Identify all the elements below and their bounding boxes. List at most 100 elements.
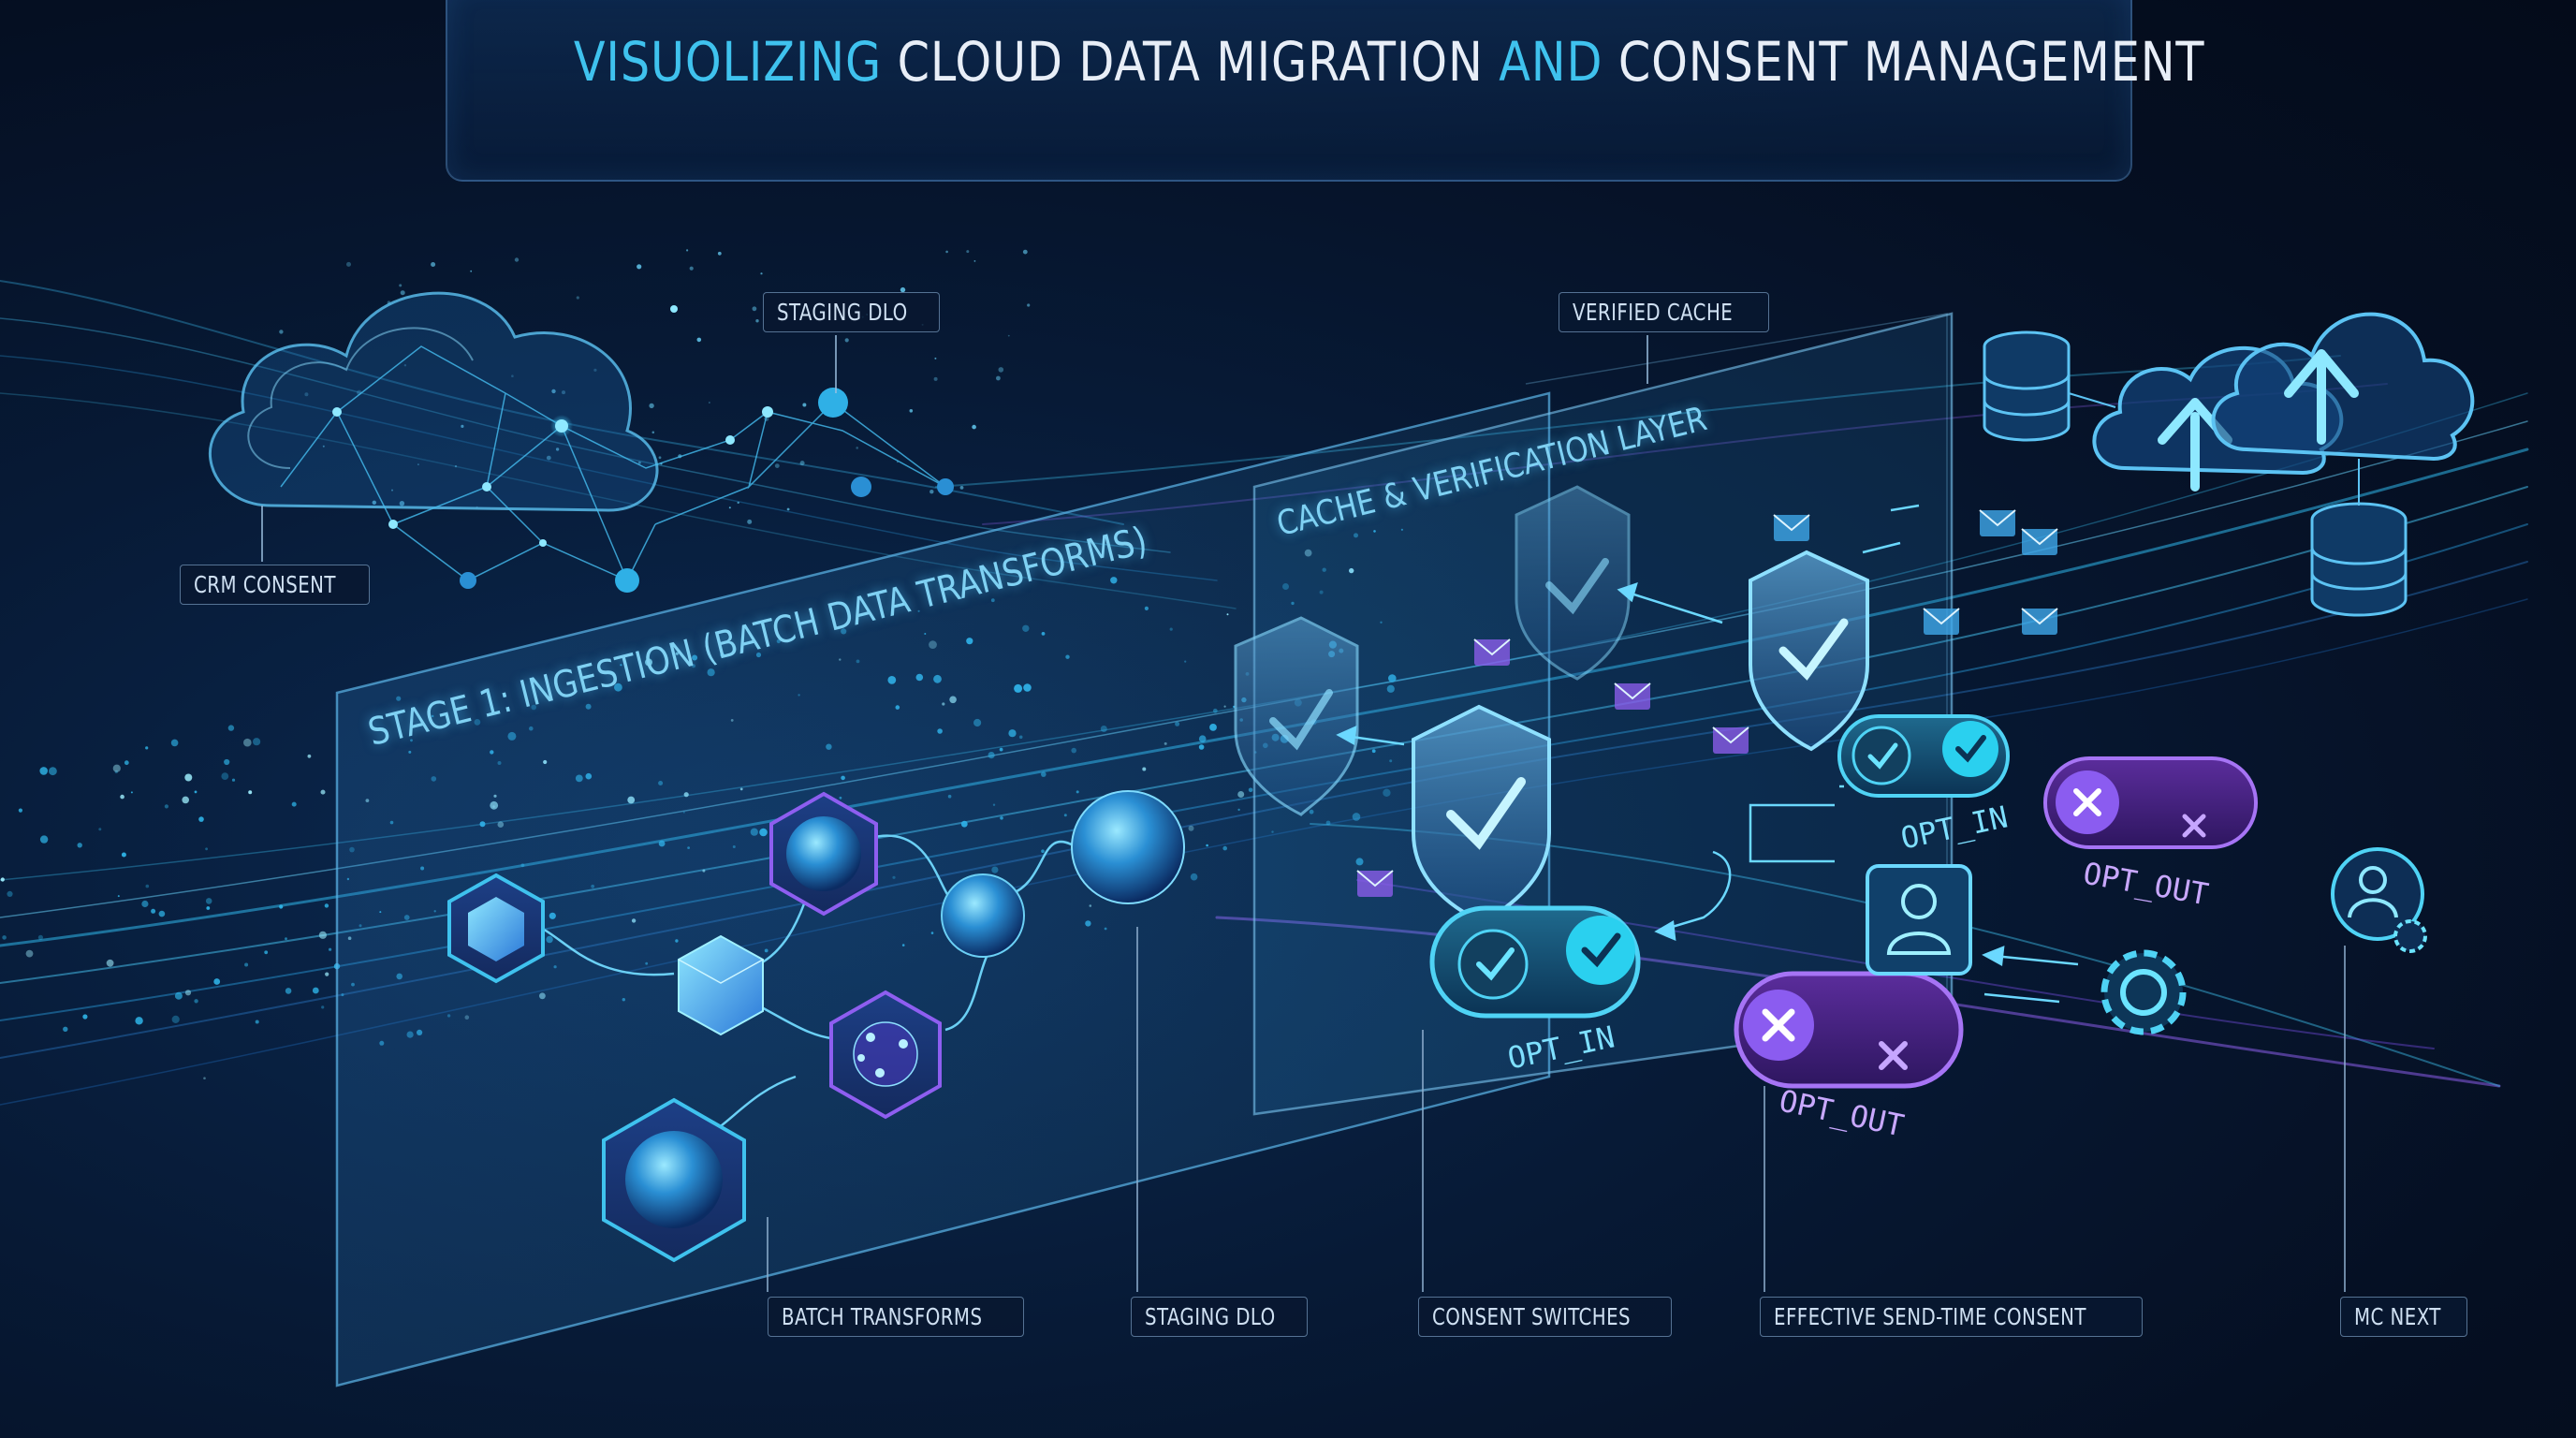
particle-dot xyxy=(255,1020,259,1024)
particle-dot xyxy=(470,270,473,272)
particle-dot xyxy=(285,937,287,941)
particle-dot xyxy=(39,835,49,844)
database-icon-2 xyxy=(2310,502,2408,617)
particle-dot xyxy=(318,931,327,939)
user-profile-icon xyxy=(1866,864,1972,976)
particle-dot xyxy=(696,337,702,343)
opt-out-switch-1[interactable] xyxy=(2043,756,2258,849)
particle-dot xyxy=(120,794,124,800)
cube-node xyxy=(678,934,764,1036)
envelope-icon xyxy=(1712,726,1749,754)
upload-cloud-icon-2 xyxy=(2211,312,2475,462)
bottom-leader-lines xyxy=(767,927,2346,1292)
particle-dot xyxy=(121,852,126,858)
title-part-3: AND xyxy=(1499,30,1603,94)
particle-dot xyxy=(747,519,753,524)
particle-dot xyxy=(799,461,805,466)
particle-dot xyxy=(2,935,7,940)
particle-dot xyxy=(934,357,937,360)
particle-dot xyxy=(1007,334,1010,337)
tag-staging-dlo-bottom: STAGING DLO xyxy=(1131,1297,1308,1337)
particle-dot xyxy=(856,447,858,449)
particle-dot xyxy=(755,319,759,323)
mc-next-user-icon xyxy=(2331,847,2427,953)
particle-dot xyxy=(909,409,914,413)
tag-staging-dlo-top: STAGING DLO xyxy=(763,292,940,332)
particle-dot xyxy=(576,296,579,300)
particle-dot xyxy=(145,746,149,750)
particle-dot xyxy=(945,250,948,254)
envelope-icon xyxy=(1614,682,1651,710)
database-icon-1 xyxy=(1983,330,2071,442)
particle-dot xyxy=(399,501,405,506)
particle-dot xyxy=(279,330,284,334)
particle-dot xyxy=(998,367,1004,373)
particle-dot xyxy=(774,463,780,468)
opt-in-switch-1[interactable] xyxy=(1837,714,2010,798)
envelope-icon xyxy=(1356,870,1394,897)
particle-dot xyxy=(324,903,329,908)
particle-dot xyxy=(171,1015,180,1023)
particle-dot xyxy=(279,904,284,909)
particle-dot xyxy=(141,900,149,908)
particle-dot xyxy=(25,949,34,958)
particle-dot xyxy=(709,402,710,404)
sphere-node-2 xyxy=(1071,790,1185,904)
particle-dot xyxy=(198,816,204,822)
particle-dot xyxy=(174,991,183,1000)
tag-mc-next: MC NEXT xyxy=(2340,1297,2467,1337)
tag-effective-consent: EFFECTIVE SEND-TIME CONSENT xyxy=(1760,1297,2144,1337)
particle-dot xyxy=(307,754,312,758)
particle-dot xyxy=(231,778,236,782)
particle-dot xyxy=(63,1026,68,1033)
particle-dot xyxy=(417,463,419,465)
particle-dot xyxy=(562,390,565,395)
envelope-icon xyxy=(1979,509,2016,536)
particle-dot xyxy=(7,890,13,898)
title-panel: VISUOLIZING CLOUD DATA MIGRATION AND CON… xyxy=(446,0,2204,182)
particle-dot xyxy=(322,445,325,448)
particle-dot xyxy=(454,465,458,468)
particle-dot xyxy=(658,456,662,460)
particle-dot xyxy=(959,486,964,490)
shield-icon-2 xyxy=(1515,485,1631,681)
envelope-icon xyxy=(1773,514,1810,541)
particle-dot xyxy=(752,306,757,312)
particle-dot xyxy=(114,770,119,774)
particle-dot xyxy=(651,431,655,434)
envelope-icon xyxy=(2021,608,2058,635)
particle-dot xyxy=(304,392,309,397)
tag-crm-consent: CRM CONSENT xyxy=(180,565,370,605)
opt-out-switch-2[interactable] xyxy=(1734,971,1964,1089)
particle-dot xyxy=(39,767,48,775)
tag-verified-cache: VERIFIED CACHE xyxy=(1559,292,1769,332)
particle-dot xyxy=(224,758,230,766)
particle-dot xyxy=(0,877,5,882)
opt-in-switch-2[interactable] xyxy=(1429,905,1641,1019)
particle-dot xyxy=(929,490,934,494)
particle-dot xyxy=(98,828,102,831)
envelope-icon xyxy=(1473,638,1511,666)
particle-dot xyxy=(248,790,253,795)
particle-dot xyxy=(760,272,763,275)
title-part-4: CONSENT MANAGEMENT xyxy=(1603,30,2205,94)
particle-dot xyxy=(194,999,198,1004)
hex-sphere-node-1 xyxy=(769,791,878,917)
tag-consent-switches: CONSENT SWITCHES xyxy=(1418,1297,1672,1337)
particle-dot xyxy=(325,972,329,976)
particle-dot xyxy=(37,934,44,940)
particle-dot xyxy=(253,738,261,746)
particle-dot xyxy=(511,374,514,378)
particle-dot xyxy=(973,260,976,262)
hex-cube-node-1 xyxy=(447,873,545,984)
particle-dot xyxy=(346,261,351,267)
particle-dot xyxy=(164,804,168,809)
particle-dot xyxy=(802,403,807,407)
particle-dot xyxy=(227,725,235,731)
particle-dot xyxy=(900,286,906,293)
particle-dot xyxy=(966,250,970,254)
particle-dot xyxy=(1022,249,1028,255)
sphere-node-1 xyxy=(941,873,1025,958)
particle-dot xyxy=(637,461,641,464)
particle-dot xyxy=(203,1077,206,1079)
